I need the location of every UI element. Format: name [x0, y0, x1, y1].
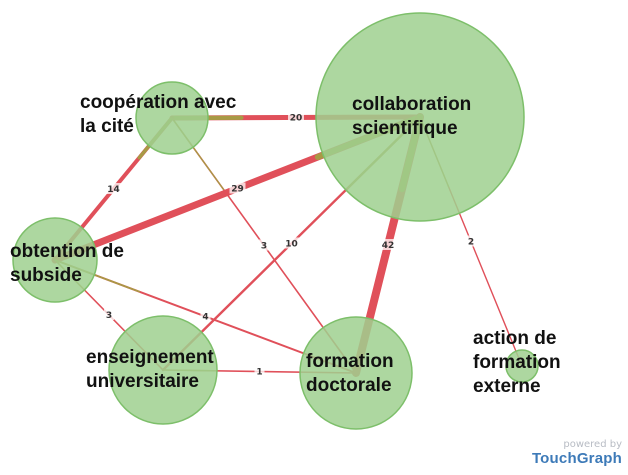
edge-weight-bg: [104, 309, 114, 320]
node-label-line: obtention de: [10, 241, 124, 262]
edge-weight-label: 42: [382, 241, 395, 251]
node-label-line: doctorale: [306, 375, 392, 396]
edge-weight-label: 3: [106, 311, 112, 321]
edge-weight-bg: [380, 239, 396, 250]
node-label-line: universitaire: [86, 371, 199, 392]
node-label-line: action de: [473, 328, 556, 349]
edge-weight-bg: [254, 365, 265, 377]
edge-weight-bg: [466, 235, 476, 247]
node-label-collab[interactable]: collaboration scientifique: [352, 94, 471, 139]
node-label-subside[interactable]: obtention de subside: [10, 241, 124, 286]
node-label-coop[interactable]: coopération avec la cité: [80, 92, 237, 137]
node-label-line: enseignement: [86, 347, 214, 368]
edge-weight-bg: [200, 310, 211, 322]
powered-by-label: powered by: [563, 439, 622, 450]
node-label-line: coopération avec: [80, 92, 237, 113]
edge-weight-label: 1: [256, 368, 262, 378]
edge-weight-bg: [105, 183, 122, 194]
node-circle-action[interactable]: [505, 349, 539, 383]
node-circle-subside[interactable]: [12, 217, 98, 303]
node-label-line: subside: [10, 265, 82, 286]
edge-weight-bg: [283, 237, 300, 249]
node-circle-coop[interactable]: [135, 81, 209, 155]
edge-weight-bg: [259, 239, 269, 251]
edge-weight-bg: [229, 182, 246, 194]
node-circle-collab[interactable]: [315, 12, 525, 222]
node-label-line: formation: [306, 351, 394, 372]
node-label-doct[interactable]: formation doctorale: [306, 351, 394, 396]
edge-weight-bg: [288, 111, 304, 123]
nodes-layer: [12, 12, 539, 430]
node-circle-enseign[interactable]: [108, 315, 218, 425]
edge-weight-label: 10: [285, 240, 298, 250]
node-label-enseign[interactable]: enseignement universitaire: [86, 347, 214, 392]
touchgraph-branding: powered by TouchGraph: [532, 439, 622, 467]
touchgraph-logo: TouchGraph: [531, 450, 622, 467]
edge-weight-label: 29: [231, 185, 244, 195]
node-label-action[interactable]: action de formation externe: [473, 328, 561, 397]
edge-weight-label: 2: [468, 238, 474, 248]
node-label-line: scientifique: [352, 118, 458, 139]
node-label-line: collaboration: [352, 94, 471, 115]
edge-weight-label: 14: [107, 185, 120, 195]
node-circle-doct[interactable]: [299, 316, 413, 430]
edge-weight-label: 20: [290, 114, 303, 124]
node-label-line: la cité: [80, 116, 134, 137]
node-label-line: externe: [473, 376, 541, 397]
edge-weight-label: 4: [202, 313, 208, 323]
node-label-line: formation: [473, 352, 561, 373]
edge-weight-label: 3: [261, 242, 267, 252]
